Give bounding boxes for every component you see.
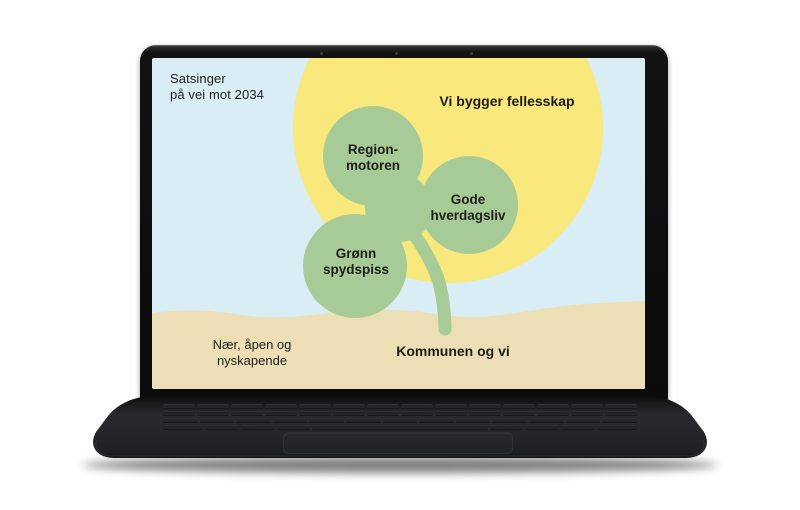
keyboard-key (309, 418, 345, 423)
laptop-lid: Satsinger på vei mot 2034 Vi bygger fell… (140, 45, 668, 405)
keyboard-key (571, 411, 603, 416)
leaf-label-line: Gode (450, 192, 486, 208)
keyboard-key (435, 404, 467, 409)
keyboard-key (333, 404, 365, 409)
keyboard-key (537, 411, 569, 416)
keyboard-key (299, 411, 331, 416)
keyboard-key (503, 411, 535, 416)
trackpad (284, 433, 512, 453)
keyboard-key (197, 404, 229, 409)
leaf-label-line: spydspiss (322, 262, 390, 277)
deck-front-edge (95, 439, 705, 457)
keyboard-key (401, 404, 433, 409)
slide-illustration (152, 58, 645, 389)
keyboard-key (469, 404, 501, 409)
leaf-label-gode-hverdagsliv: Gode hverdagsliv (430, 192, 505, 224)
keyboard-key (241, 425, 275, 430)
keyboard-key (419, 418, 454, 423)
keyboard-key (265, 411, 297, 416)
keyboard-key (382, 418, 418, 423)
keyboard-key (205, 425, 240, 430)
keyboard-key (489, 425, 524, 430)
sun-label: Vi bygger fellesskap (439, 93, 575, 109)
ground-left-line: Nær, åpen og (212, 336, 292, 352)
keyboard-key (401, 411, 433, 416)
laptop-shadow (82, 457, 718, 473)
clover-center (365, 174, 433, 242)
keyboard-key (367, 411, 399, 416)
keyboard-key (492, 418, 528, 423)
keyboard-key (197, 411, 229, 416)
keyboard-key (503, 404, 535, 409)
keyboard-key (163, 418, 198, 423)
laptop-screen: Satsinger på vei mot 2034 Vi bygger fell… (152, 58, 645, 389)
keyboard-key (469, 411, 501, 416)
keyboard-key (605, 404, 637, 409)
spacebar-key (312, 425, 488, 430)
slide-eyebrow: Satsinger på vei mot 2034 (170, 71, 264, 104)
keyboard-key (560, 425, 595, 430)
keyboard-key (163, 411, 195, 416)
webcam-icon (395, 52, 398, 55)
clover-leaf-bottom (303, 214, 407, 318)
keyboard-key (571, 404, 603, 409)
clover-stem (393, 209, 452, 336)
leaf-label-gronn-spydspiss: Grønn spydspiss (323, 246, 389, 278)
sand-shape (152, 301, 645, 389)
leaf-label-line: Region- (347, 142, 399, 158)
keyboard (163, 404, 637, 430)
keyboard-key (596, 425, 637, 430)
slide-eyebrow-line: Satsinger (170, 71, 226, 86)
ground-center-label: Kommunen og vi (396, 343, 510, 359)
keyboard-key (333, 411, 365, 416)
keyboard-key (602, 418, 637, 423)
keyboard-key (367, 404, 399, 409)
keyboard-key (199, 418, 235, 423)
leaf-label-line: motoren (346, 158, 400, 173)
keyboard-key (163, 425, 204, 430)
keyboard-key (537, 404, 569, 409)
sensor-dot-icon (470, 52, 473, 55)
keyboard-key (231, 404, 263, 409)
keyboard-key (455, 418, 491, 423)
keyboard-key (299, 404, 331, 409)
keyboard-key (276, 425, 311, 430)
keyboard-key (435, 411, 467, 416)
leaf-label-line: hverdagsliv (430, 208, 506, 223)
mic-dot-icon (320, 52, 323, 55)
keyboard-key (346, 418, 381, 423)
keyboard-key (525, 425, 559, 430)
keyboard-key (272, 418, 308, 423)
keyboard-key (265, 404, 297, 409)
keyboard-key (231, 411, 263, 416)
keyboard-key (236, 418, 271, 423)
keyboard-key (163, 404, 195, 409)
keyboard-key (529, 418, 564, 423)
keyboard-key (605, 411, 637, 416)
slide-eyebrow-line: på vei mot 2034 (170, 87, 265, 103)
leaf-label-region-motoren: Region- motoren (346, 142, 400, 174)
keyboard-key (565, 418, 601, 423)
ground-left-label: Nær, åpen og nyskapende (213, 337, 292, 369)
leaf-label-line: Grønn (335, 246, 377, 262)
ground-left-line: nyskapende (216, 353, 288, 368)
clover-leaf-right (420, 156, 518, 254)
